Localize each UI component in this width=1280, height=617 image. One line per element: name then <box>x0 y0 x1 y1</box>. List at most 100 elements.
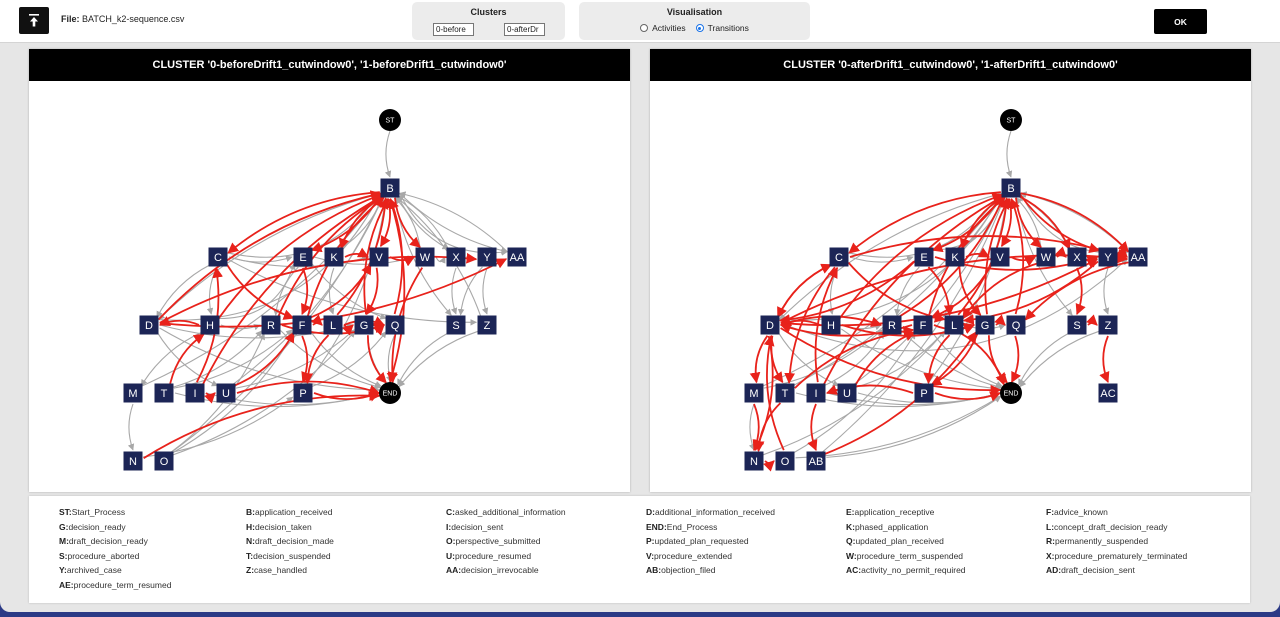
highlighted-transition-edge <box>984 197 1010 315</box>
legend-code: Q: <box>846 536 856 547</box>
radio-transitions-dot[interactable] <box>695 24 704 32</box>
graph-node-m[interactable]: M <box>744 383 764 403</box>
graph-node-ac[interactable]: AC <box>1098 383 1118 403</box>
graph-node-s[interactable]: S <box>1067 315 1087 335</box>
radio-transitions[interactable]: Transitions <box>695 23 749 33</box>
graph-node-z[interactable]: Z <box>1098 315 1118 335</box>
upload-button[interactable] <box>19 7 49 34</box>
graph-node-c[interactable]: C <box>829 247 849 267</box>
graph-node-q[interactable]: Q <box>1006 315 1026 335</box>
graph-node-end[interactable]: END <box>1000 382 1022 404</box>
legend-item-y: Y:archived_case <box>59 565 122 575</box>
graph-node-aa[interactable]: AA <box>1128 247 1148 267</box>
graph-node-t[interactable]: T <box>154 383 174 403</box>
graph-node-u[interactable]: U <box>216 383 236 403</box>
graph-node-p[interactable]: P <box>293 383 313 403</box>
graph-node-ab[interactable]: AB <box>806 451 826 471</box>
transition-edge <box>171 332 295 454</box>
graph-node-b[interactable]: B <box>380 178 400 198</box>
highlighted-transition-edge <box>1011 335 1021 383</box>
graph-node-k[interactable]: K <box>945 247 965 267</box>
svg-text:X: X <box>452 252 460 264</box>
transition-edge <box>840 328 1002 392</box>
graph-node-n[interactable]: N <box>123 451 143 471</box>
legend-label: phased_application <box>854 521 929 532</box>
graph-node-y[interactable]: Y <box>1098 247 1118 267</box>
graph-node-z[interactable]: Z <box>477 315 497 335</box>
highlighted-transition-edge <box>825 384 914 395</box>
graph-node-u[interactable]: U <box>837 383 857 403</box>
highlighted-transition-edge <box>763 460 775 472</box>
radio-activities[interactable]: Activities <box>640 23 686 33</box>
ok-button[interactable]: OK <box>1154 9 1207 34</box>
graph-node-h[interactable]: H <box>821 315 841 335</box>
legend-item-st: ST:Start_Process <box>59 507 125 517</box>
legend-code: P: <box>646 536 655 547</box>
graph-node-i[interactable]: I <box>806 383 826 403</box>
graph-node-h[interactable]: H <box>200 315 220 335</box>
graph-node-c[interactable]: C <box>208 247 228 267</box>
graph-node-n[interactable]: N <box>744 451 764 471</box>
highlighted-transition-edge <box>777 263 832 319</box>
legend-label: procedure_aborted <box>67 550 140 561</box>
graph-node-e[interactable]: E <box>293 247 313 267</box>
highlighted-transition-edge <box>848 191 1001 254</box>
graph-node-aa[interactable]: AA <box>507 247 527 267</box>
graph-node-x[interactable]: X <box>1067 247 1087 267</box>
graph-node-st[interactable]: ST <box>379 109 401 131</box>
graph-node-end[interactable]: END <box>379 382 401 404</box>
transition-edge <box>826 396 1002 458</box>
graph-node-g[interactable]: G <box>354 315 374 335</box>
graph-node-o[interactable]: O <box>775 451 795 471</box>
transition-edge <box>849 255 914 263</box>
graph-node-q[interactable]: Q <box>385 315 405 335</box>
transition-edge <box>141 194 382 387</box>
visualisation-title: Visualisation <box>666 7 723 17</box>
graph-node-w[interactable]: W <box>415 247 435 267</box>
graph-node-l[interactable]: L <box>323 315 343 335</box>
radio-transitions-label: Transitions <box>707 23 749 33</box>
graph-node-i[interactable]: I <box>185 383 205 403</box>
graph-node-m[interactable]: M <box>123 383 143 403</box>
radio-activities-dot[interactable] <box>640 24 649 32</box>
graph-node-l[interactable]: L <box>944 315 964 335</box>
highlighted-transition-edge <box>1055 246 1067 258</box>
graph-node-f[interactable]: F <box>913 315 933 335</box>
graph-node-s[interactable]: S <box>446 315 466 335</box>
svg-text:E: E <box>299 252 306 264</box>
graph-node-y[interactable]: Y <box>477 247 497 267</box>
graph-node-x[interactable]: X <box>446 247 466 267</box>
graph-node-p[interactable]: P <box>914 383 934 403</box>
transition-edge <box>779 192 1002 321</box>
graph-node-g[interactable]: G <box>975 315 995 335</box>
graph-node-w[interactable]: W <box>1036 247 1056 267</box>
highlighted-transition-edge <box>311 314 323 326</box>
graph-node-v[interactable]: V <box>990 247 1010 267</box>
graph-node-k[interactable]: K <box>324 247 344 267</box>
highlighted-transition-edge <box>277 195 384 318</box>
highlighted-transition-edge <box>301 335 312 384</box>
transition-edge <box>235 329 355 389</box>
legend-code: H: <box>246 521 255 532</box>
graph-node-t[interactable]: T <box>775 383 795 403</box>
graph-node-d[interactable]: D <box>760 315 780 335</box>
svg-text:ST: ST <box>386 118 396 125</box>
graph-node-r[interactable]: R <box>261 315 281 335</box>
svg-text:C: C <box>835 252 843 264</box>
graph-node-r[interactable]: R <box>882 315 902 335</box>
graph-node-f[interactable]: F <box>292 315 312 335</box>
graph-node-e[interactable]: E <box>914 247 934 267</box>
graph-node-st[interactable]: ST <box>1000 109 1022 131</box>
graph-node-b[interactable]: B <box>1001 178 1021 198</box>
cluster-a-input[interactable] <box>433 23 474 36</box>
legend-code: W: <box>846 550 857 561</box>
svg-text:B: B <box>386 183 393 195</box>
graph-node-d[interactable]: D <box>139 315 159 335</box>
graph-node-o[interactable]: O <box>154 451 174 471</box>
cluster-b-input[interactable] <box>504 23 545 36</box>
graph-node-v[interactable]: V <box>369 247 389 267</box>
transition-edge <box>399 191 508 253</box>
file-label-prefix: File: <box>61 14 80 24</box>
